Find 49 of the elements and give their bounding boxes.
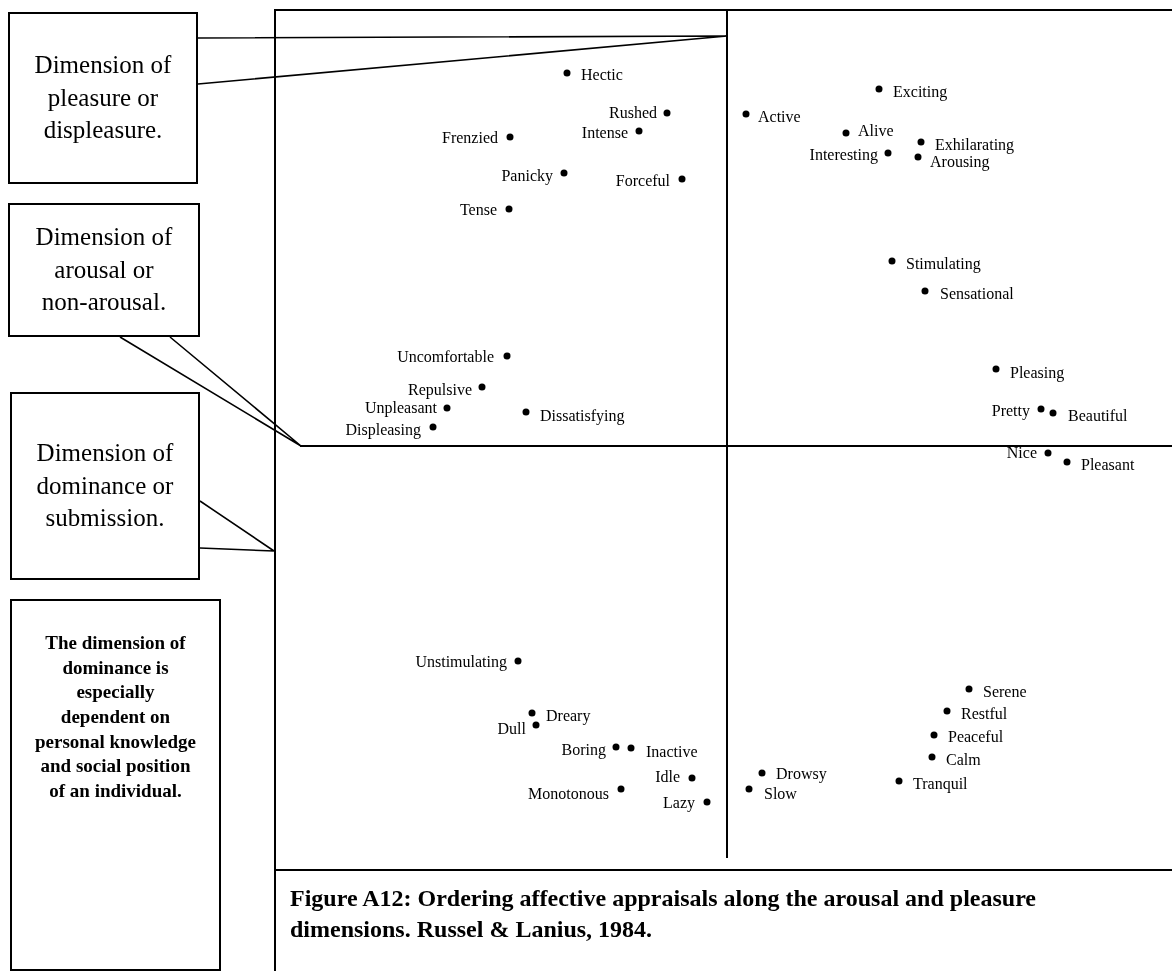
- point-label: Uncomfortable: [397, 349, 494, 365]
- point-label: Nice: [1006, 445, 1037, 461]
- callout-box: Dimension of arousal or non-arousal.: [8, 203, 200, 337]
- point-label: Sensational: [940, 286, 1014, 302]
- point-label: Rushed: [609, 105, 657, 121]
- axis-line: [726, 10, 728, 858]
- point-label: Exhilarating: [935, 137, 1015, 153]
- point-label: Active: [758, 109, 801, 125]
- point-label: Serene: [983, 684, 1027, 700]
- point-label: Exciting: [893, 84, 948, 100]
- leader-line: [197, 35, 728, 85]
- point-label: Pleasant: [1081, 457, 1135, 473]
- point-label: Unstimulating: [415, 654, 507, 670]
- leader-line: [119, 336, 302, 447]
- figure-caption: Figure A12: Ordering affective appraisals along the arousal and pleasure dimensions. Russel & Lanius, 1984.: [290, 884, 1037, 945]
- note-box: The dimension of dominance is especially dependent on personal knowledge and social position of an individual.: [10, 599, 221, 971]
- leader-line: [199, 500, 275, 552]
- callout-box: Dimension of pleasure or displeasure.: [8, 12, 198, 184]
- point-label: Forceful: [615, 173, 670, 189]
- point-label: Frenzied: [442, 130, 498, 146]
- point-label: Boring: [561, 742, 606, 758]
- point-label: Pleasing: [1010, 365, 1065, 381]
- point-label: Arousing: [930, 154, 990, 170]
- point-label: Drowsy: [776, 766, 827, 782]
- point-label: Intense: [581, 125, 628, 141]
- callout-box: Dimension of dominance or submission.: [10, 392, 200, 580]
- point-label: Slow: [764, 786, 797, 802]
- point-label: Calm: [946, 752, 981, 768]
- point-label: Hectic: [581, 67, 623, 83]
- point-label: Dreary: [546, 708, 591, 724]
- point-label: Dull: [497, 721, 526, 737]
- point-label: Repulsive: [408, 382, 472, 398]
- axis-line: [300, 445, 1172, 447]
- point-label: Pretty: [991, 403, 1030, 419]
- point-label: Idle: [655, 769, 680, 785]
- point-label: Inactive: [646, 744, 698, 760]
- point-label: Beautiful: [1068, 408, 1128, 424]
- point-label: Peaceful: [948, 729, 1004, 745]
- point-label: Tense: [459, 202, 497, 218]
- point-label: Stimulating: [906, 256, 981, 272]
- point-label: Lazy: [663, 795, 695, 811]
- point-label: Panicky: [501, 168, 553, 184]
- point-label: Restful: [961, 706, 1008, 722]
- point-label: Monotonous: [528, 786, 609, 802]
- point-label: Unpleasant: [365, 400, 437, 416]
- point-label: Alive: [858, 123, 894, 139]
- point-label: Tranquil: [913, 776, 968, 792]
- point-label: Interesting: [809, 147, 878, 163]
- point-label: Dissatisfying: [540, 408, 625, 424]
